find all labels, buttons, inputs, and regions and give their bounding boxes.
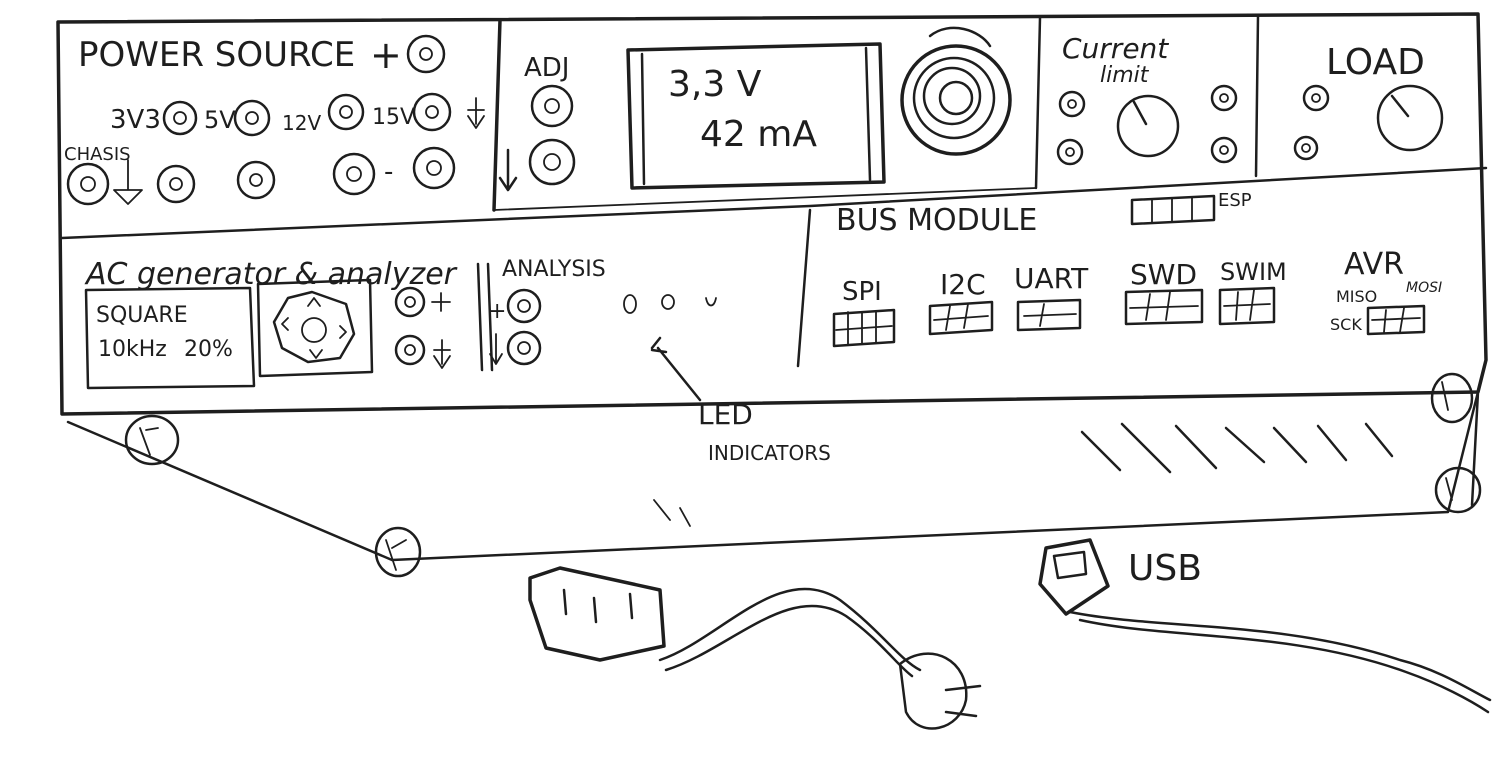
current-limit-terminal-4[interactable]: [1212, 138, 1236, 162]
chassis-label: CHASIS: [64, 144, 131, 165]
led-1: [624, 295, 636, 313]
ground-arrow-icon: [468, 98, 484, 128]
analysis-plus-label: +: [488, 299, 506, 324]
load-terminal-2[interactable]: [1295, 137, 1317, 159]
display-voltage: 3,3 V: [668, 64, 762, 105]
terminal-5v[interactable]: [235, 101, 269, 135]
voltage-knob[interactable]: [902, 28, 1010, 154]
usb-cable: [1070, 612, 1490, 700]
rail-label-5v: 5V: [204, 106, 236, 134]
adj-ground-arrow-icon: [500, 150, 516, 190]
ac-generator-section: AC generator & analyzer SQUARE 10kHz 20%…: [84, 257, 716, 388]
terminal-3v3[interactable]: [164, 102, 196, 134]
terminal-15v[interactable]: [414, 94, 450, 130]
current-limit-terminal-3[interactable]: [1212, 86, 1236, 110]
power-cord: [530, 568, 980, 729]
bus-label-i2c: I2C: [940, 268, 986, 301]
load-title: LOAD: [1326, 42, 1425, 83]
terminal-minus-2[interactable]: [414, 148, 454, 188]
led-indicators: [624, 295, 716, 313]
current-limit-title-line1: Current: [1062, 32, 1169, 65]
generator-plus-icon: [432, 293, 450, 311]
generator-duty: 20%: [184, 337, 233, 362]
led-annotation-line2: INDICATORS: [708, 441, 831, 465]
bus-label-avr: AVR: [1344, 247, 1404, 282]
generator-output-minus[interactable]: [396, 336, 424, 364]
usb-socket: [1040, 540, 1108, 614]
case-bottom-outline: [68, 392, 1478, 560]
generator-frequency: 10kHz: [98, 337, 167, 362]
power-source-plus-label: +: [370, 33, 402, 77]
display-current: 42 mA: [700, 114, 817, 155]
uart-header[interactable]: [1018, 300, 1080, 330]
led-3: [706, 298, 716, 306]
power-source-section: POWER SOURCE + 3V3 5V 12V 15V CHASIS -: [64, 33, 484, 204]
iec-socket: [530, 568, 664, 660]
terminal-ground-1[interactable]: [158, 166, 194, 202]
generator-ground-icon: [434, 340, 450, 368]
usb-label: USB: [1128, 548, 1202, 589]
power-cable: [666, 606, 912, 676]
swd-header[interactable]: [1126, 290, 1202, 324]
bus-module-section: BUS MODULE ESP SPI I2C UART SWD SWIM: [834, 190, 1442, 346]
bus-label-spi: SPI: [842, 277, 882, 307]
current-limit-terminal-1[interactable]: [1060, 92, 1084, 116]
analysis-input-minus[interactable]: [508, 332, 540, 364]
device-case: [58, 14, 1486, 576]
avr-pin-miso: MISO: [1336, 287, 1377, 306]
avr-header[interactable]: [1368, 306, 1424, 334]
terminal-12v[interactable]: [329, 95, 363, 129]
led-annotation-line1: LED: [698, 398, 753, 431]
bus-label-swim: SWIM: [1220, 258, 1287, 286]
analysis-label: ANALYSIS: [502, 257, 606, 282]
bus-label-swd: SWD: [1130, 258, 1197, 291]
current-limit-terminal-2[interactable]: [1058, 140, 1082, 164]
load-terminal-1[interactable]: [1304, 86, 1328, 110]
rail-label-15v: 15V: [372, 105, 415, 130]
current-limit-knob[interactable]: [1118, 96, 1178, 156]
esp-label: ESP: [1218, 190, 1252, 211]
terminal-plus[interactable]: [408, 36, 444, 72]
iec-socket-pins: [564, 590, 632, 622]
bus-module-title: BUS MODULE: [836, 203, 1037, 238]
generator-waveform: SQUARE: [96, 303, 188, 328]
power-cable: [660, 589, 920, 670]
i2c-header[interactable]: [930, 302, 992, 334]
terminal-minus-1[interactable]: [334, 154, 374, 194]
adj-terminal-minus[interactable]: [530, 140, 574, 184]
current-limit-title-line2: limit: [1100, 63, 1150, 88]
load-knob[interactable]: [1378, 86, 1442, 150]
spi-header[interactable]: [834, 310, 894, 346]
swim-header[interactable]: [1220, 288, 1274, 324]
led-2: [662, 295, 674, 309]
esp-header[interactable]: [1132, 196, 1214, 224]
generator-output-plus[interactable]: [396, 288, 424, 316]
annotation-arrow-icon: [652, 338, 700, 400]
power-source-minus-label: -: [384, 157, 393, 187]
vent-slits: [654, 424, 1392, 526]
adj-section: ADJ 3,3 V 42 mA: [500, 28, 1010, 190]
case-foot: [1432, 374, 1472, 422]
case-foot: [376, 528, 420, 576]
ac-generator-title: AC generator & analyzer: [84, 257, 458, 292]
load-section: LOAD: [1295, 42, 1442, 159]
usb-port: [1054, 552, 1086, 578]
power-source-title: POWER SOURCE: [78, 35, 355, 75]
adj-title: ADJ: [524, 53, 569, 83]
chassis-ground-icon: [114, 160, 142, 204]
avr-pin-mosi: MOSI: [1406, 280, 1442, 296]
terminal-chassis[interactable]: [68, 164, 108, 204]
rail-label-3v3: 3V3: [110, 105, 161, 135]
avr-pin-sck: SCK: [1330, 315, 1362, 334]
terminal-ground-2[interactable]: [238, 162, 274, 198]
usb-connector: USB: [1040, 540, 1490, 712]
current-limit-section: Current limit: [1058, 32, 1236, 164]
generator-dpad[interactable]: [258, 280, 372, 376]
analysis-input-plus[interactable]: [508, 290, 540, 322]
adj-terminal-plus[interactable]: [532, 86, 572, 126]
rail-label-12v: 12V: [282, 111, 321, 135]
bus-label-uart: UART: [1014, 262, 1089, 295]
